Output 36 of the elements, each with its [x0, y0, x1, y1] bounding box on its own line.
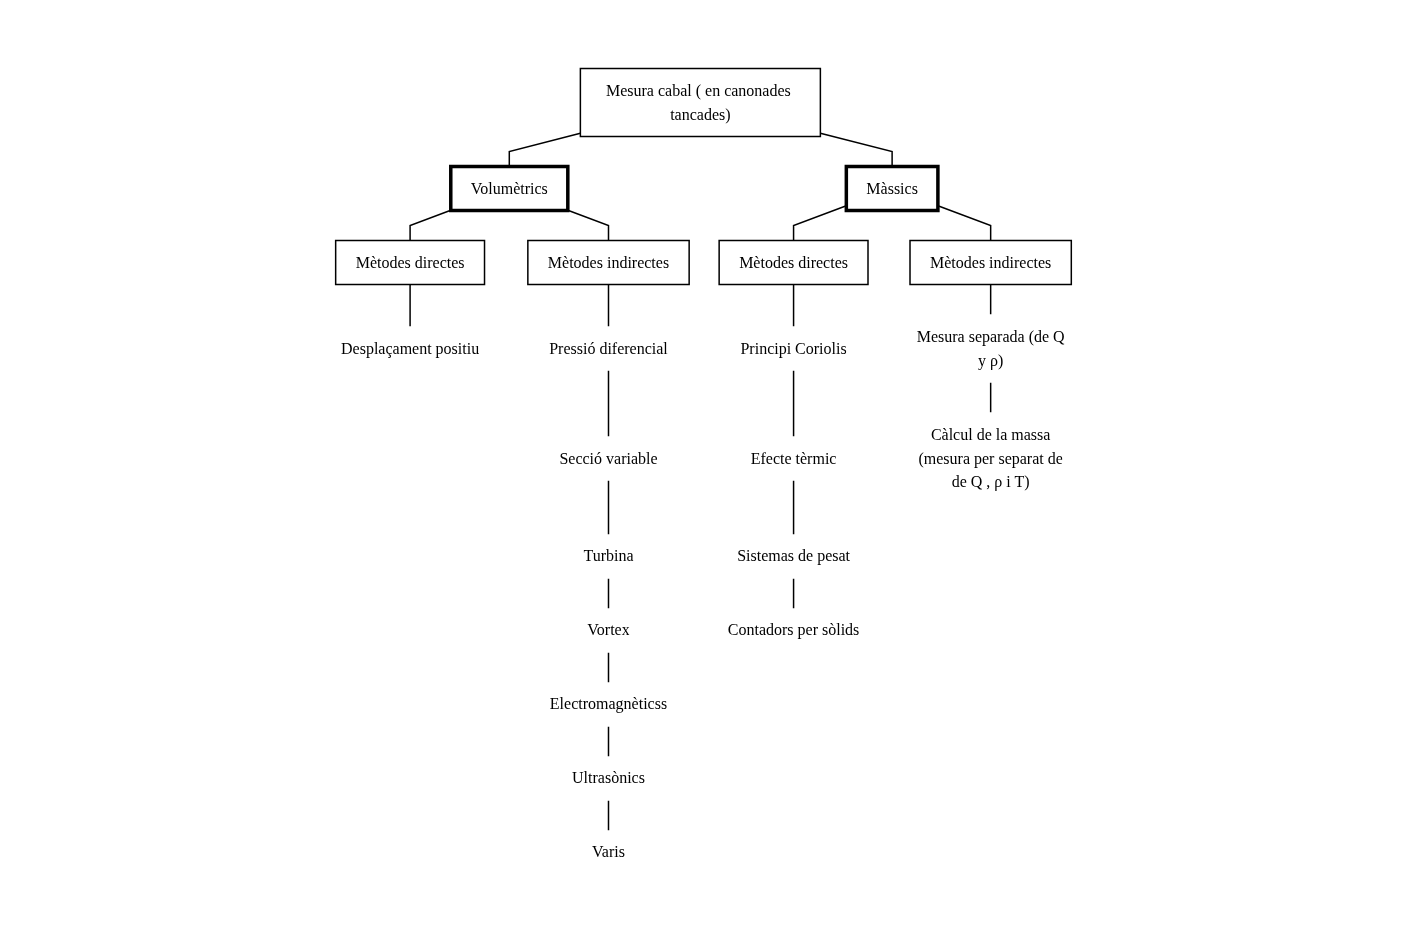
node-text: Efecte tèrmic	[750, 449, 837, 467]
connector	[409, 283, 412, 328]
connector	[990, 381, 992, 414]
node-text: Càlcul de la massa (mesura per separat de de Q , ρ i T)	[918, 425, 1064, 491]
node-box: Màssics	[844, 164, 940, 213]
connector	[793, 283, 795, 328]
connector	[607, 651, 610, 684]
node-text: Pressió diferencial	[549, 339, 668, 357]
node-text: Varis	[592, 843, 626, 861]
connector	[793, 577, 795, 610]
connector	[607, 725, 610, 758]
node-box: Mesura cabal ( en canonades tancades)	[579, 67, 822, 138]
node-text: Electromagnèticss	[550, 695, 668, 713]
connector	[607, 577, 610, 610]
node-text: Desplaçament positiu	[341, 339, 480, 357]
node-text: Ultrasònics	[572, 769, 646, 787]
connector	[793, 369, 795, 438]
node-box: Mètodes directes	[718, 239, 869, 286]
connector	[607, 369, 610, 438]
node-text: Secció variable	[559, 449, 658, 467]
node-text: Principi Coriolis	[740, 339, 847, 357]
connector	[990, 283, 992, 316]
node-box: Mètodes directes	[335, 239, 486, 286]
connector	[793, 479, 795, 536]
connector	[567, 209, 610, 242]
node-box: Volumètrics	[449, 164, 570, 213]
node-box: Mètodes indirectes	[527, 239, 691, 286]
node-text: Contadors per sòlids	[727, 621, 860, 639]
connector	[607, 283, 610, 328]
connector	[607, 799, 610, 832]
node-box: Mètodes indirectes	[909, 239, 1073, 286]
connector	[607, 479, 610, 536]
node-text: Vortex	[587, 621, 630, 639]
node-text: Turbina	[583, 547, 634, 565]
node-text: Sistemas de pesat	[737, 547, 851, 565]
node-text: Mesura separada (de Q y ρ)	[916, 327, 1065, 369]
